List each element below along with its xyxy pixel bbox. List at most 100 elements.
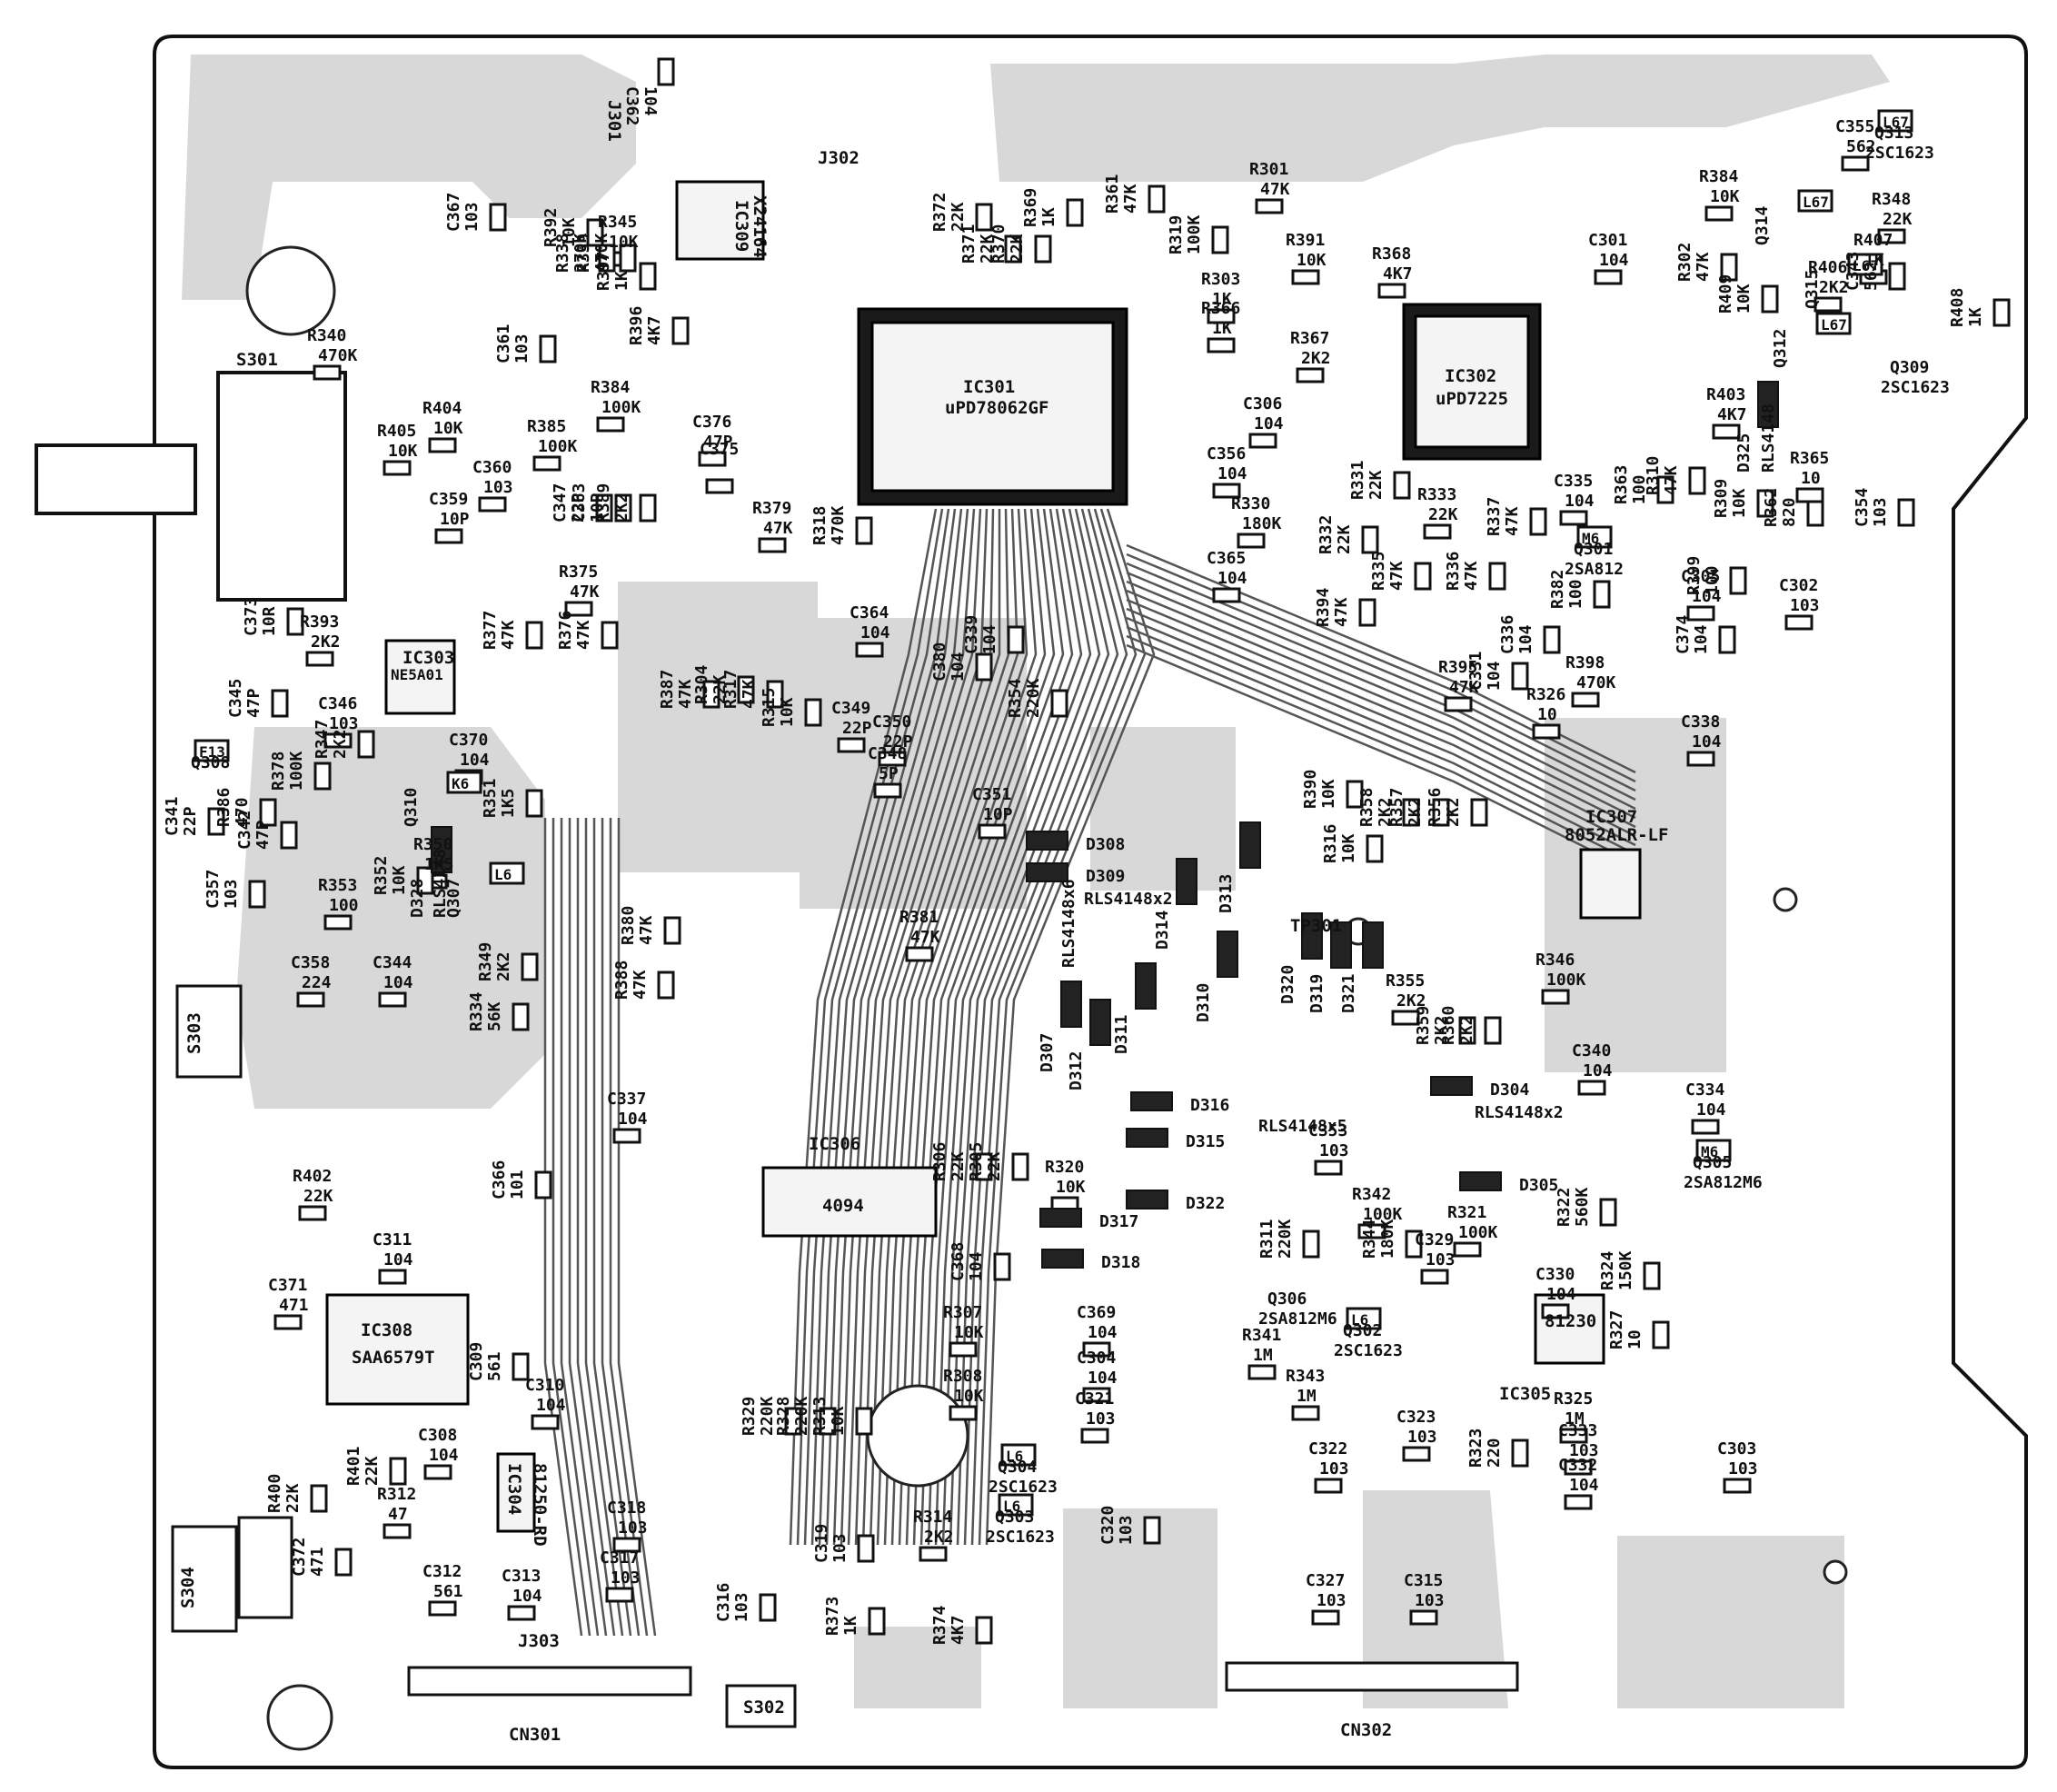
component-value-label: 47P <box>703 433 733 452</box>
component-value-label: 104 <box>383 1250 413 1269</box>
component-ref-label: R373 <box>823 1597 842 1636</box>
smd-component-body <box>1314 1478 1343 1494</box>
component-ref-label: R380 <box>619 906 638 945</box>
component-value-label: 104 <box>980 624 999 654</box>
smd-component-body <box>323 732 353 749</box>
transistor-code-label: L67 <box>1821 316 1847 334</box>
smd-component-body <box>905 946 934 962</box>
component-value-label: 562 <box>1846 137 1876 156</box>
component-ref-label: C345 <box>226 679 245 718</box>
connector-label: S302 <box>743 1697 785 1717</box>
smd-component-body <box>531 1414 560 1430</box>
component-value-label: 103 <box>1086 1409 1116 1429</box>
transistor-code-label: L6 <box>494 866 512 883</box>
pcb-trace <box>876 508 1019 1546</box>
component-value-label: 47K <box>1387 561 1406 591</box>
component-value-label: 104 <box>1254 414 1284 433</box>
smd-component-body <box>1571 692 1600 708</box>
smd-component-body <box>1007 625 1025 654</box>
component-value-label: 10K <box>390 865 409 895</box>
component-ref-label: C316 <box>714 1583 733 1622</box>
component-ref-label: R346 <box>1535 951 1575 970</box>
smd-component-body <box>639 493 657 523</box>
component-ref-label: R337 <box>1485 497 1504 536</box>
component-ref-label: R376 <box>556 611 575 650</box>
component-ref-label: R310 <box>1644 456 1663 495</box>
diode-body <box>1130 1091 1173 1111</box>
diode-body <box>1430 1076 1473 1096</box>
component-value-label: 10K <box>1710 187 1740 206</box>
transistor-body <box>1346 1307 1382 1330</box>
smd-component-body <box>1248 433 1277 449</box>
component-ref-label: R403 <box>1706 385 1745 404</box>
component-ref-label: C304 <box>1077 1349 1117 1368</box>
component-value-label: 47K <box>499 620 518 650</box>
component-ref-label: C367 <box>444 193 463 232</box>
component-ref-label: C306 <box>1243 394 1282 413</box>
smd-component-body <box>1564 1494 1593 1510</box>
smd-component-body <box>705 478 734 494</box>
component-value-label: 10K <box>1056 1178 1086 1197</box>
component-value-label: 104 <box>860 623 890 642</box>
smd-component-body <box>612 1128 641 1144</box>
component-ref-label: R393 <box>300 612 339 632</box>
component-value-label: 22K <box>1008 234 1027 264</box>
component-value-label: 104 <box>967 1251 986 1281</box>
smd-component-body <box>1296 367 1325 383</box>
component-ref-label: C332 <box>1558 1456 1597 1475</box>
component-ref-label: C359 <box>429 490 468 509</box>
component-value-label: 2K2 <box>1301 349 1331 368</box>
ic-part-label: 81230 <box>1545 1311 1596 1331</box>
smd-component-body <box>1402 1446 1431 1462</box>
component-ref-label: R362 <box>1762 488 1781 527</box>
component-value-label: 22K <box>1428 505 1458 524</box>
transistor-code-label: L67 <box>1853 257 1879 274</box>
diode-body <box>1459 1171 1502 1191</box>
smd-component-body <box>1992 298 2011 327</box>
component-ref-label: C360 <box>472 458 512 477</box>
smd-component-body <box>1302 1230 1320 1259</box>
component-value-label: 2K2 <box>1819 278 1849 297</box>
diode-part-label: RLS4148x6 <box>1059 879 1078 968</box>
diode-body <box>1301 912 1323 960</box>
ic-part-label: uPD7225 <box>1436 389 1508 409</box>
component-ref-label: C371 <box>268 1276 307 1295</box>
component-ref-label: C356 <box>1207 444 1246 463</box>
component-value-label: 47P <box>253 820 273 850</box>
ic-ref-label: IC307 <box>1585 807 1637 827</box>
component-ref-label: R409 <box>1716 274 1735 314</box>
component-value-label: 104 <box>429 1446 459 1465</box>
component-ref-label: R402 <box>293 1167 332 1186</box>
component-ref-label: R369 <box>1021 188 1040 227</box>
component-value-label: 22K <box>1335 524 1354 554</box>
smd-component-body <box>1712 423 1741 440</box>
component-ref-label: R361 <box>1103 174 1122 214</box>
mounting-hole <box>866 1384 969 1488</box>
component-value-label: 1K <box>1966 307 1985 327</box>
diode-part-label: RLS4148x2 <box>1475 1103 1564 1122</box>
component-value-label: 22P <box>842 719 872 738</box>
component-value-label: 10K <box>778 697 797 727</box>
pcb-trace <box>1126 598 1636 829</box>
pcb-trace <box>905 508 1056 1546</box>
smd-component-body <box>434 528 463 544</box>
transistor-part-label: 2SC1623 <box>1881 378 1950 397</box>
component-value-label: 2K2 <box>1396 991 1426 1010</box>
transistor-part-label: 2SA812M6 <box>1684 1173 1763 1192</box>
component-value-label: 2K2 <box>331 729 350 759</box>
component-ref-label: C343 <box>1843 252 1863 291</box>
component-value-label: 4K7 <box>645 315 664 345</box>
smd-component-body <box>605 1587 634 1603</box>
component-value-label: 270K <box>571 233 591 273</box>
smd-component-body <box>271 689 289 718</box>
component-value-label: 103 <box>329 714 359 733</box>
ic-ref-label: IC308 <box>361 1320 412 1340</box>
smd-component-body <box>1414 562 1432 591</box>
component-ref-label: R324 <box>1598 1250 1617 1290</box>
component-value-label: 220K <box>792 1396 811 1436</box>
component-ref-label: C351 <box>972 785 1011 804</box>
smd-component-body <box>1405 1230 1423 1259</box>
smd-component-body <box>975 203 993 232</box>
smd-component-body <box>1453 1241 1482 1258</box>
component-ref-label: R308 <box>943 1367 982 1386</box>
